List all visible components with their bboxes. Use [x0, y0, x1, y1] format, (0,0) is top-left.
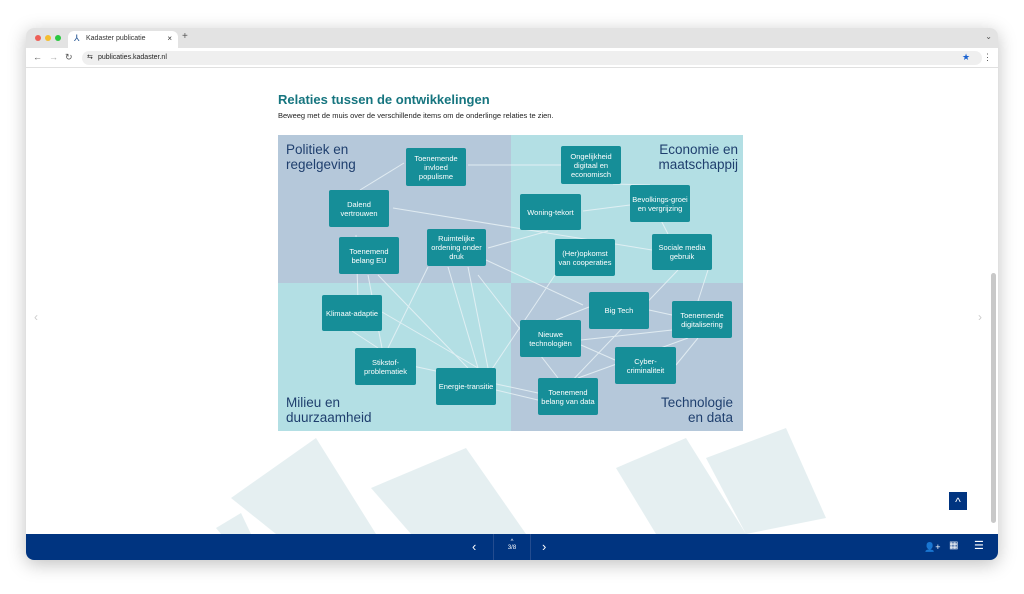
bookmark-star-icon[interactable]: ★ [962, 52, 971, 62]
previous-page-button[interactable]: ‹ [472, 539, 477, 554]
node-cybercriminaliteit[interactable]: Cyber-criminaliteit [615, 347, 676, 384]
quadrant-label-economie: Economie en maatschappij [658, 142, 738, 172]
scrollbar[interactable] [991, 273, 996, 523]
browser-menu-icon[interactable]: ⋮ [983, 52, 992, 62]
page-content: Relaties tussen de ontwikkelingen Beweeg… [26, 68, 998, 534]
node-stikstof[interactable]: Stikstof-problematiek [355, 348, 416, 385]
tab-menu-chevron-icon[interactable]: ⌄ [985, 32, 992, 41]
menu-icon[interactable]: ☰ [974, 540, 984, 552]
quadrant-label-politiek: Politiek en regelgeving [286, 142, 356, 172]
node-big-tech[interactable]: Big Tech [589, 292, 649, 329]
previous-slide-icon[interactable]: ‹ [34, 310, 38, 324]
browser-tab[interactable]: ⅄ Kadaster publicatie × [68, 31, 178, 48]
background-shape [706, 428, 826, 534]
page-number: 3/8 [507, 545, 517, 551]
node-cooperaties[interactable]: (Her)opkomst van cooperaties [555, 239, 615, 276]
grid-view-icon[interactable]: ▦ [949, 540, 959, 551]
node-energietransitie[interactable]: Energie-transitie [436, 368, 496, 405]
section-title: Relaties tussen de ontwikkelingen [278, 92, 490, 107]
node-woningtekort[interactable]: Woning-tekort [520, 194, 581, 230]
quadrant-label-milieu: Milieu en duurzaamheid [286, 395, 372, 425]
node-ongelijkheid[interactable]: Ongelijkheid digitaal en economisch [561, 146, 621, 184]
quadrant-label-technologie: Technologie en data [660, 395, 733, 425]
bottom-navigation: ‹ ^3/8 › 👤+ ▦ ☰ [26, 534, 998, 560]
section-subtitle: Beweeg met de muis over de verschillende… [278, 111, 554, 120]
node-sociale-media[interactable]: Sociale media gebruik [652, 234, 712, 270]
url-input[interactable]: ⇆ publicaties.kadaster.nl [82, 51, 982, 65]
node-nieuwe-technologien[interactable]: Nieuwe technologiën [520, 320, 581, 357]
address-bar-row: ← → ↻ ⇆ publicaties.kadaster.nl ★ ⋮ [26, 48, 998, 68]
reload-icon[interactable]: ↻ [65, 52, 73, 62]
node-belang-eu[interactable]: Toenemend belang EU [339, 237, 399, 274]
scroll-to-top-button[interactable]: ^ [949, 492, 967, 510]
chevron-up-icon: ^ [510, 539, 514, 545]
relations-diagram: Politiek en regelgeving Economie en maat… [278, 135, 743, 431]
page-indicator[interactable]: ^3/8 [493, 534, 531, 560]
forward-icon[interactable]: → [49, 52, 58, 62]
background-shapes [216, 428, 826, 534]
node-populisme[interactable]: Toenemende invloed populisme [406, 148, 466, 186]
node-dalend-vertrouwen[interactable]: Dalend vertrouwen [329, 190, 389, 227]
node-ruimtelijke-ordening[interactable]: Ruimtelijke ordening onder druk [427, 229, 486, 266]
node-klimaatadaptie[interactable]: Klimaat-adaptie [322, 295, 382, 331]
node-belang-data[interactable]: Toenemend belang van data [538, 378, 598, 415]
kadaster-favicon-icon: ⅄ [74, 33, 80, 43]
background-shape [616, 438, 746, 534]
close-window-icon[interactable] [35, 35, 41, 41]
url-text: publicaties.kadaster.nl [98, 54, 167, 61]
close-tab-icon[interactable]: × [167, 34, 172, 43]
browser-window: ⅄ Kadaster publicatie × + ⌄ ← → ↻ ⇆ publica… [26, 28, 998, 560]
tab-bar: ⅄ Kadaster publicatie × + ⌄ [26, 28, 998, 48]
background-shape [371, 448, 526, 534]
background-shape [231, 438, 376, 534]
background-shape [216, 513, 251, 534]
node-digitalisering[interactable]: Toenemende digitalisering [672, 301, 732, 338]
next-slide-icon[interactable]: › [978, 310, 982, 324]
node-bevolkingsgroei[interactable]: Bevolkings-groei en vergrijzing [630, 185, 690, 222]
back-icon[interactable]: ← [33, 52, 42, 62]
maximize-window-icon[interactable] [55, 35, 61, 41]
site-settings-icon[interactable]: ⇆ [87, 54, 93, 61]
new-tab-icon[interactable]: + [182, 31, 188, 42]
relation-arrows [351, 162, 709, 401]
next-page-button[interactable]: › [542, 539, 547, 554]
share-person-icon[interactable]: 👤+ [924, 542, 941, 552]
minimize-window-icon[interactable] [45, 35, 51, 41]
tab-title: Kadaster publicatie [86, 35, 146, 42]
